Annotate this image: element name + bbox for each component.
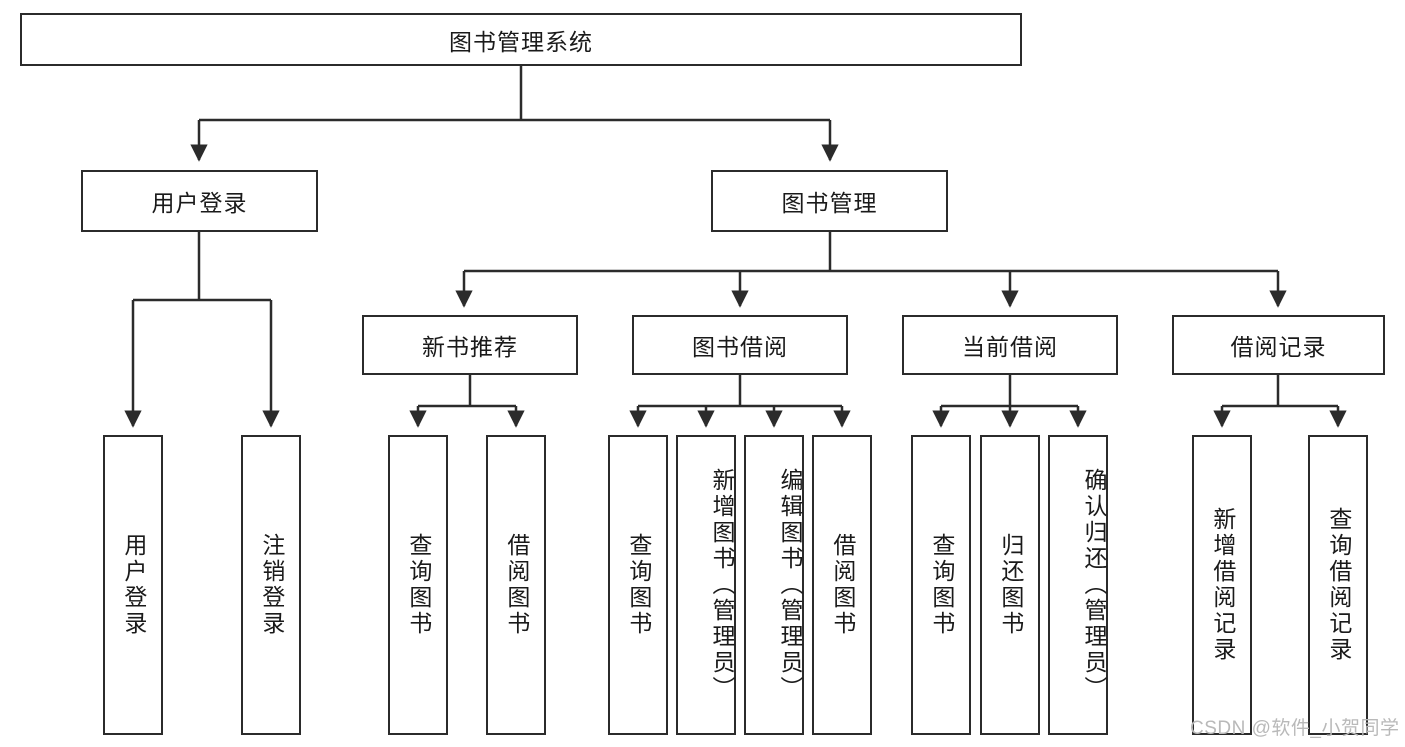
leaf-borrow-book-1[interactable]: 借阅图书 (486, 435, 546, 735)
leaf-query-record[interactable]: 查询借阅记录 (1308, 435, 1368, 735)
leaf-add-record-label: 新增借阅记录 (1209, 507, 1236, 663)
leaf-logout-login-label: 注销登录 (258, 533, 285, 637)
leaf-edit-book-label: 编辑图书（管理员） (777, 468, 803, 702)
node-user-login-label: 用户登录 (151, 190, 248, 216)
leaf-query-book-3[interactable]: 查询图书 (911, 435, 971, 735)
node-user-login[interactable]: 用户登录 (81, 170, 318, 232)
node-new-book-recommend-label: 新书推荐 (422, 334, 518, 360)
node-book-borrow[interactable]: 图书借阅 (632, 315, 848, 375)
csdn-watermark: CSDN @软件_小贺同学 (1190, 718, 1400, 739)
node-borrow-record-label: 借阅记录 (1230, 334, 1327, 360)
node-borrow-record[interactable]: 借阅记录 (1172, 315, 1385, 375)
leaf-query-book-1-label: 查询图书 (405, 533, 432, 637)
leaf-logout-login[interactable]: 注销登录 (241, 435, 301, 735)
leaf-query-book-3-label: 查询图书 (928, 533, 955, 637)
leaf-add-record[interactable]: 新增借阅记录 (1192, 435, 1252, 735)
node-root-system-label: 图书管理系统 (449, 28, 593, 55)
leaf-return-book[interactable]: 归还图书 (980, 435, 1040, 735)
node-book-borrow-label: 图书借阅 (692, 334, 788, 360)
leaf-query-record-label: 查询借阅记录 (1325, 507, 1352, 663)
leaf-user-login[interactable]: 用户登录 (103, 435, 163, 735)
node-current-borrow[interactable]: 当前借阅 (902, 315, 1118, 375)
leaf-borrow-book-2[interactable]: 借阅图书 (812, 435, 872, 735)
leaf-add-book[interactable]: 新增图书（管理员） (676, 435, 736, 735)
leaf-borrow-book-2-label: 借阅图书 (829, 533, 856, 637)
leaf-user-login-label: 用户登录 (120, 533, 147, 637)
node-root-system[interactable]: 图书管理系统 (20, 13, 1022, 66)
leaf-edit-book[interactable]: 编辑图书（管理员） (744, 435, 804, 735)
leaf-add-book-label: 新增图书（管理员） (709, 468, 735, 702)
node-book-management[interactable]: 图书管理 (711, 170, 948, 232)
leaf-return-book-label: 归还图书 (997, 533, 1024, 637)
leaf-query-book-2-label: 查询图书 (625, 533, 652, 637)
node-book-management-label: 图书管理 (781, 190, 878, 216)
leaf-query-book-1[interactable]: 查询图书 (388, 435, 448, 735)
leaf-query-book-2[interactable]: 查询图书 (608, 435, 668, 735)
leaf-confirm-return-label: 确认归还（管理员） (1081, 468, 1107, 702)
node-current-borrow-label: 当前借阅 (962, 334, 1058, 360)
leaf-borrow-book-1-label: 借阅图书 (503, 533, 530, 637)
node-new-book-recommend[interactable]: 新书推荐 (362, 315, 578, 375)
leaf-confirm-return[interactable]: 确认归还（管理员） (1048, 435, 1108, 735)
